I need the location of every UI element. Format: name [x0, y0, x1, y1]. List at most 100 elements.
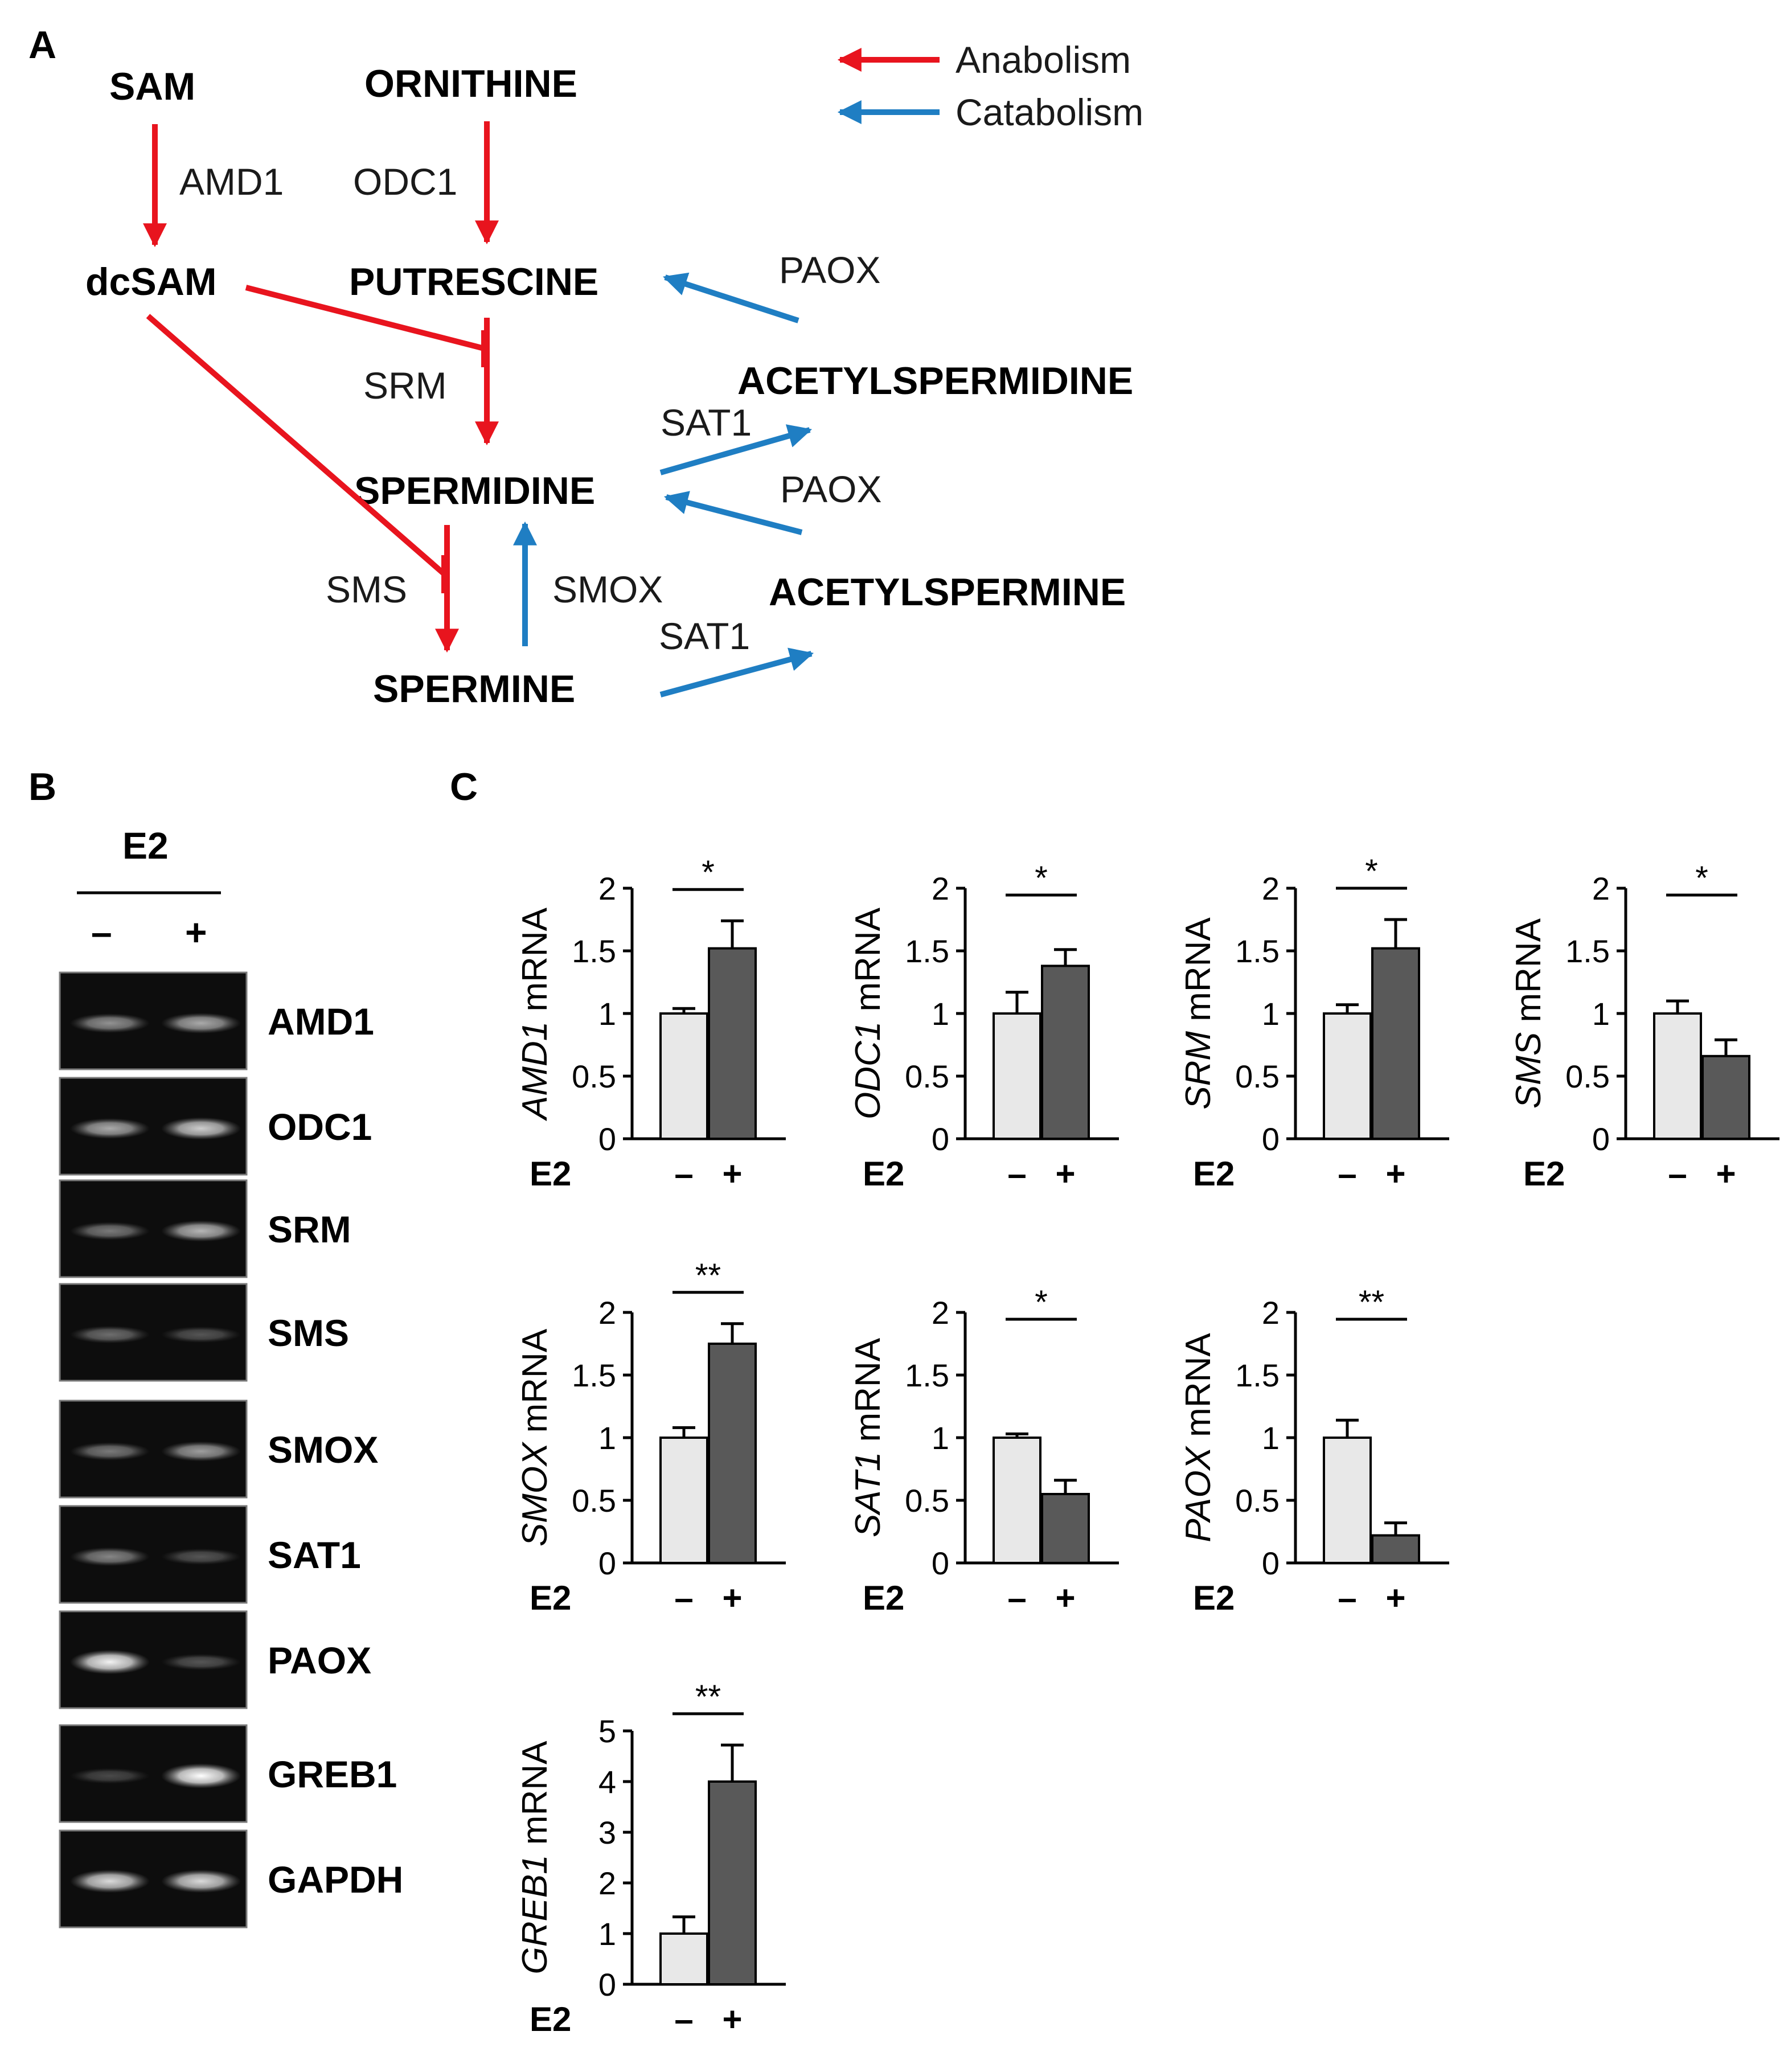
y-tick-label: 2	[1592, 871, 1610, 906]
chart-sms: 00.511.52–+E2*SMS mRNA	[1509, 860, 1779, 1193]
panel-b-letter: B	[28, 765, 56, 809]
x-tick-label: +	[722, 2000, 742, 2038]
x-axis-label: E2	[863, 1155, 904, 1193]
y-tick-label: 0	[1592, 1121, 1610, 1157]
x-tick-label: +	[722, 1579, 742, 1617]
y-axis-label-gene: GREB1	[515, 1854, 555, 1974]
y-tick-label: 0.5	[1235, 1058, 1280, 1094]
significance-label: *	[1695, 860, 1708, 897]
y-tick-label: 1.5	[905, 1357, 949, 1393]
gel-band-plus	[161, 1548, 241, 1565]
chart-sat1: 00.511.52–+E2*SAT1 mRNA	[848, 1284, 1119, 1617]
bar-plus	[1371, 1534, 1420, 1565]
x-tick-label: –	[1668, 1155, 1687, 1193]
gel-lane-label: GREB1	[268, 1753, 397, 1795]
gel-band-minus	[70, 1222, 150, 1240]
bar-minus	[1653, 1012, 1702, 1140]
gel-band-minus	[70, 1442, 150, 1460]
enzyme-sms: SMS	[326, 568, 407, 610]
bar-minus	[993, 1437, 1041, 1564]
x-tick-label: –	[1338, 1155, 1356, 1193]
gel-lane-label: AMD1	[268, 1000, 374, 1043]
y-axis-label: GREB1 mRNA	[515, 1741, 555, 1975]
y-tick-label: 0	[598, 1967, 616, 2002]
gel-band-minus	[70, 1118, 150, 1139]
y-axis-label-gene: AMD1	[515, 1021, 555, 1122]
bar-plus	[708, 1780, 757, 1985]
gel-lane-greb1: GREB1	[59, 1724, 397, 1823]
y-axis-label: SMOX mRNA	[515, 1328, 555, 1546]
enzyme-amd1: AMD1	[179, 161, 284, 203]
significance-label: *	[1035, 1284, 1048, 1321]
metabolite-putrescine: PUTRESCINE	[349, 260, 598, 303]
x-tick-label: +	[1385, 1579, 1405, 1617]
y-tick-label: 1	[598, 1916, 616, 1952]
panel-b: B E2 – + AMD1ODC1SRMSMSSMOXSAT1PAOXGREB1…	[28, 765, 403, 1928]
y-tick-label: 2	[1262, 1295, 1280, 1331]
metabolite-spermidine: SPERMIDINE	[354, 469, 595, 512]
y-tick-label: 1	[598, 996, 616, 1032]
arrow-spermidine-to-acetylspermidine	[659, 424, 813, 475]
y-tick-label: 0.5	[572, 1483, 616, 1519]
x-tick-label: +	[722, 1155, 742, 1193]
x-tick-label: –	[1338, 1579, 1356, 1617]
y-axis-label-gene: SRM	[1179, 1031, 1218, 1110]
y-axis-label: AMD1 mRNA	[515, 907, 555, 1122]
gel-lane-srm: SRM	[59, 1179, 351, 1278]
y-axis-label-unit: mRNA	[1179, 1333, 1218, 1447]
y-axis-label-unit: mRNA	[515, 1741, 555, 1854]
x-tick-label: +	[1055, 1579, 1075, 1617]
metabolite-spermine: SPERMINE	[373, 667, 575, 711]
y-tick-label: 2	[932, 871, 949, 906]
enzyme-sat1-top: SAT1	[661, 401, 752, 444]
bar-minus	[659, 1932, 708, 1985]
y-tick-label: 1	[932, 1420, 949, 1456]
arrow-paox-to-spermidine	[663, 491, 803, 535]
significance-label: **	[695, 1257, 721, 1294]
significance-label: **	[1359, 1284, 1384, 1321]
gel-header-e2: E2	[122, 824, 169, 867]
y-tick-label: 2	[598, 1865, 616, 1901]
y-tick-label: 5	[598, 1713, 616, 1749]
metabolite-acetylspermidine: ACETYLSPERMIDINE	[737, 359, 1133, 403]
x-tick-label: –	[674, 2000, 693, 2038]
x-tick-label: –	[674, 1579, 693, 1617]
bar-plus	[1041, 965, 1090, 1140]
y-tick-label: 0	[932, 1121, 949, 1157]
y-tick-label: 1	[932, 996, 949, 1032]
y-tick-label: 1.5	[1565, 933, 1610, 969]
gel-minus-label: –	[91, 911, 112, 953]
bar-minus	[993, 1012, 1041, 1140]
gel-lane-paox: PAOX	[59, 1610, 371, 1709]
bar-minus	[659, 1012, 708, 1140]
y-axis-label-gene: SAT1	[848, 1452, 888, 1537]
enzyme-odc1: ODC1	[353, 161, 457, 203]
y-tick-label: 0.5	[905, 1483, 949, 1519]
y-axis-label: ODC1 mRNA	[848, 907, 888, 1119]
gel-band-plus	[161, 1220, 241, 1242]
x-axis-label: E2	[1193, 1579, 1235, 1617]
gel-lane-odc1: ODC1	[59, 1077, 372, 1176]
gel-lane-label: SMS	[268, 1312, 349, 1354]
metabolite-acetylspermine: ACETYLSPERMINE	[769, 571, 1126, 614]
y-tick-label: 3	[598, 1815, 616, 1850]
panel-c-letter: C	[450, 765, 478, 809]
enzyme-paox-mid: PAOX	[780, 468, 882, 510]
enzyme-srm: SRM	[363, 364, 447, 407]
y-tick-label: 1	[598, 1420, 616, 1456]
x-axis-label: E2	[530, 1579, 571, 1617]
legend: Anabolism Catabolism	[837, 39, 1143, 133]
y-tick-label: 0.5	[1565, 1058, 1610, 1094]
inhibit-dcsam-to-srm	[245, 285, 485, 351]
enzyme-smox: SMOX	[552, 568, 663, 610]
y-axis-label-gene: SMS	[1509, 1032, 1548, 1109]
gel-band-plus	[161, 1117, 241, 1140]
gel-lane-label: SAT1	[268, 1534, 361, 1576]
legend-anabolism-label: Anabolism	[956, 39, 1131, 81]
bar-plus	[1371, 947, 1420, 1140]
y-axis-label-gene: ODC1	[848, 1021, 888, 1119]
y-tick-label: 1.5	[572, 933, 616, 969]
y-tick-label: 1	[1262, 1420, 1280, 1456]
